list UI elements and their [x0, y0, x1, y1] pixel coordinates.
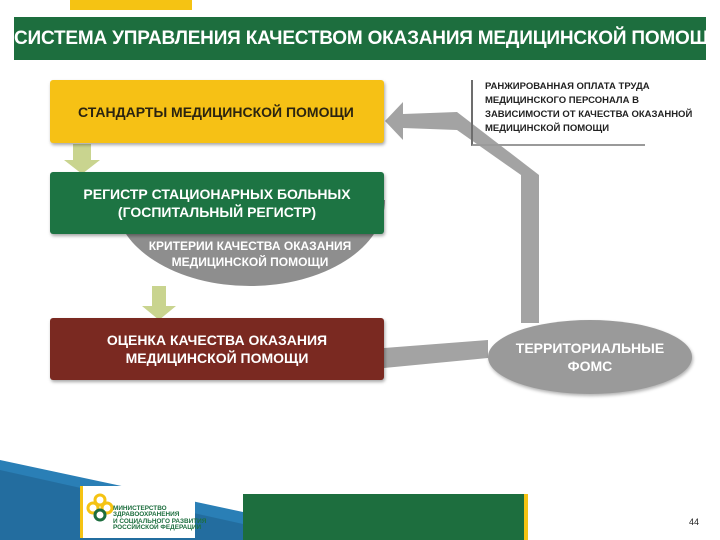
up-arrow-icon — [385, 102, 457, 140]
assessment-line-2: МЕДИЦИНСКОЙ ПОМОЩИ — [125, 350, 309, 366]
registry-line-2: (ГОСПИТАЛЬНЫЙ РЕГИСТР) — [117, 204, 317, 220]
page-number: 44 — [689, 517, 700, 527]
criteria-text: КРИТЕРИИ КАЧЕСТВА ОКАЗАНИЯ МЕДИЦИНСКОЙ П… — [115, 238, 385, 270]
ranked-pay-note: РАНЖИРОВАННАЯ ОПЛАТА ТРУДА МЕДИЦИНСКОГО … — [471, 80, 693, 146]
down-arrow-icon — [142, 286, 176, 320]
foms-oval: ТЕРРИТОРИАЛЬНЫЕ ФОМС — [488, 320, 692, 394]
footer-yellow-stripe — [524, 494, 528, 540]
logo-line-4: РОССИЙСКОЙ ФЕДЕРАЦИИ — [113, 524, 202, 532]
page-title: СИСТЕМА УПРАВЛЕНИЯ КАЧЕСТВОМ ОКАЗАНИЯ МЕ… — [14, 17, 720, 60]
logo-line-3: И СОЦИАЛЬНОГО РАЗВИТИЯ — [113, 517, 207, 525]
foms-line-1: ТЕРРИТОРИАЛЬНЫЕ — [515, 340, 665, 356]
criteria-line-1: КРИТЕРИИ КАЧЕСТВА ОКАЗАНИЯ — [148, 239, 352, 253]
down-arrow-icon — [64, 144, 100, 174]
foms-line-2: ФОМС — [567, 358, 613, 374]
ministry-logo: МИНИСТЕРСТВО ЗДРАВООХРАНЕНИЯ И СОЦИАЛЬНО… — [80, 486, 207, 538]
ranked-pay-line-4: МЕДИЦИНСКОЙ ПОМОЩИ — [485, 123, 610, 134]
criteria-line-2: МЕДИЦИНСКОЙ ПОМОЩИ — [171, 255, 329, 269]
ranked-pay-line-1: РАНЖИРОВАННАЯ ОПЛАТА ТРУДА — [485, 81, 650, 92]
connector-foms-up — [521, 175, 539, 323]
connector-diagonal — [457, 112, 539, 175]
ranked-pay-line-2: МЕДИЦИНСКОГО ПЕРСОНАЛА В — [485, 95, 639, 106]
connector-assessment-foms — [384, 340, 488, 368]
standards-label: СТАНДАРТЫ МЕДИЦИНСКОЙ ПОМОЩИ — [78, 103, 354, 120]
assessment-box: ОЦЕНКА КАЧЕСТВА ОКАЗАНИЯ МЕДИЦИНСКОЙ ПОМ… — [50, 318, 384, 380]
ministry-logo-text: МИНИСТЕРСТВО ЗДРАВООХРАНЕНИЯ И СОЦИАЛЬНО… — [113, 505, 207, 532]
registry-box: РЕГИСТР СТАЦИОНАРНЫХ БОЛЬНЫХ (ГОСПИТАЛЬН… — [50, 172, 384, 234]
ranked-pay-line-3: ЗАВИСИМОСТИ ОТ КАЧЕСТВА ОКАЗАННОЙ — [485, 109, 693, 120]
logo-line-2: ЗДРАВООХРАНЕНИЯ — [113, 511, 180, 519]
logo-line-1: МИНИСТЕРСТВО — [113, 505, 167, 512]
registry-line-1: РЕГИСТР СТАЦИОНАРНЫХ БОЛЬНЫХ — [83, 186, 351, 202]
standards-box: СТАНДАРТЫ МЕДИЦИНСКОЙ ПОМОЩИ — [50, 80, 384, 143]
assessment-line-1: ОЦЕНКА КАЧЕСТВА ОКАЗАНИЯ — [106, 332, 328, 348]
top-accent-bar — [70, 0, 192, 10]
ministry-logo-icon — [86, 493, 114, 522]
footer-green-bar — [243, 494, 524, 540]
